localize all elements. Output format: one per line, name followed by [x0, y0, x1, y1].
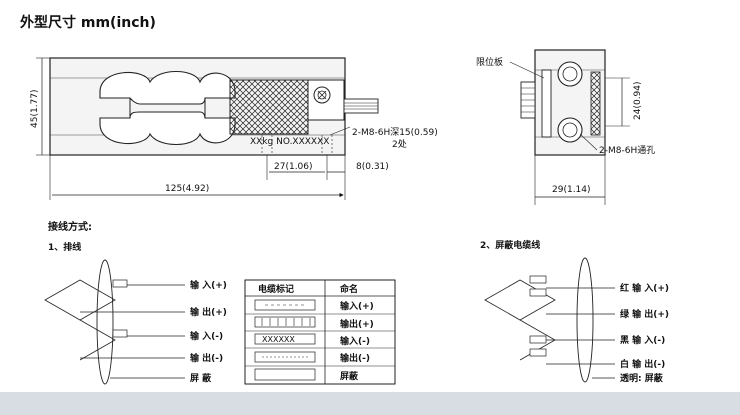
shield-label-5: 透明: 屏蔽: [620, 372, 664, 384]
shield-label-1: 红 输 入(+): [620, 282, 669, 294]
bottom-bar: [0, 392, 740, 415]
offset8-text: 8(0.31): [356, 162, 389, 172]
side-height-text: 24(0.94): [633, 81, 643, 120]
wiring-heading: 接线方式:: [48, 220, 92, 233]
table-header-name: 命名: [339, 283, 358, 295]
table-name-1: 输入(+): [340, 300, 374, 312]
shield-label-4: 白 输 出(-): [620, 358, 665, 370]
front-view: [49, 57, 379, 156]
ribbon-label-2: 输 出(+): [190, 306, 227, 318]
limit-plate-label: 限位板: [476, 56, 503, 68]
plate-label: XXkg NO.XXXXXX: [250, 137, 329, 147]
ribbon-label-4: 输 出(-): [190, 352, 223, 364]
shield-bridge: [484, 257, 615, 383]
table-name-4: 输出(-): [340, 352, 370, 364]
through-hole-text: 2-M8-6H通孔: [599, 145, 655, 156]
ribbon-label-1: 输 入(+): [190, 279, 227, 291]
side-view: [520, 49, 606, 156]
shield-label-2: 绿 输 出(+): [620, 308, 669, 320]
wiring-option1: 1、排线: [48, 241, 81, 253]
wiring-option2: 2、屏蔽电缆线: [480, 239, 540, 251]
ribbon-label-5: 屏 蔽: [190, 372, 212, 384]
width-text: 29(1.14): [552, 185, 591, 195]
shield-label-3: 黑 输 入(-): [620, 334, 665, 346]
ribbon-label-3: 输 入(-): [190, 330, 223, 342]
page-title: 外型尺寸 mm(inch): [20, 14, 156, 31]
table-header-mark: 电缆标记: [258, 283, 294, 295]
two-places-text: 2处: [392, 138, 407, 150]
table-mark-3: XXXXXX: [262, 335, 295, 344]
table-name-2: 输出(+): [340, 318, 374, 330]
offset27-text: 27(1.06): [274, 162, 313, 172]
cable-mark-table: [244, 279, 396, 385]
length-dim-text: 125(4.92): [165, 184, 209, 194]
thread-hole-text: 2-M8-6H深15(0.59): [352, 127, 438, 138]
table-name-3: 输入(-): [340, 335, 370, 347]
height-dim-text: 45(1.77): [30, 89, 40, 128]
ribbon-bridge: [44, 259, 185, 385]
table-name-5: 屏蔽: [340, 370, 359, 382]
